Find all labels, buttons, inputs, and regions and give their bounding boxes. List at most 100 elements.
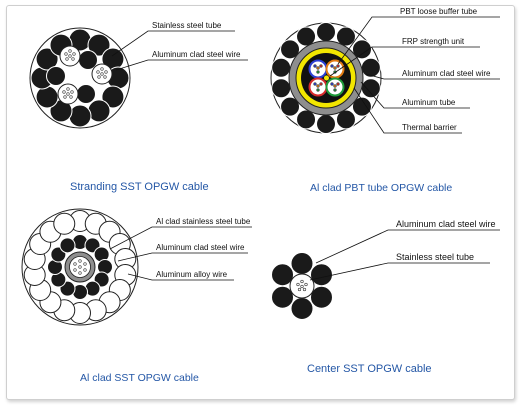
optical-fiber — [69, 95, 73, 99]
stranding-sst-cable: Stainless steel tube Aluminum clad steel… — [29, 21, 248, 193]
optical-fiber — [96, 70, 100, 74]
leader-line — [353, 87, 462, 134]
optical-fiber — [316, 66, 320, 70]
center-stainless-steel-tube — [289, 273, 315, 299]
aluminum-clad-steel-wire-layer — [271, 252, 333, 320]
stainless-steel-tube-top — [59, 45, 81, 67]
aluminum-clad-steel-wire — [309, 285, 333, 309]
leader-line — [117, 252, 248, 262]
label-aluminum-clad-steel-wire: Aluminum clad steel wire — [156, 243, 245, 252]
leader-line — [309, 262, 490, 281]
aluminum-clad-steel-wire — [316, 22, 336, 42]
optical-fiber — [83, 268, 87, 272]
pbt-loose-buffer-tube-2 — [325, 59, 345, 79]
aluminum-clad-steel-wire — [87, 99, 111, 123]
optical-fiber — [100, 67, 104, 71]
label-stainless-steel-tube: Stainless steel tube — [396, 252, 474, 262]
optical-fiber — [313, 64, 317, 68]
optical-fiber — [100, 72, 104, 76]
optical-fiber — [68, 54, 72, 58]
aluminum-clad-steel-wire — [35, 85, 59, 109]
inner-wire-layer — [46, 50, 98, 104]
aluminum-clad-steel-wire — [335, 109, 356, 130]
optical-fiber — [65, 57, 69, 61]
aluminum-clad-steel-wire — [296, 109, 317, 130]
aluminum-clad-steel-wire — [87, 33, 111, 57]
optical-fiber — [78, 259, 82, 263]
optical-fiber — [73, 268, 77, 272]
aluminum-clad-steel-wire-layer — [47, 234, 113, 300]
outer-wire-layer — [30, 28, 130, 128]
optical-fiber — [300, 279, 304, 284]
aluminum-clad-steel-wire — [271, 78, 292, 99]
optical-fiber — [71, 57, 75, 61]
aluminum-clad-steel-wire — [280, 39, 301, 60]
aluminum-clad-steel-wire — [68, 104, 92, 128]
pbt-loose-buffer-tube-4 — [325, 77, 345, 97]
optical-fiber — [333, 84, 337, 88]
aluminum-alloy-wire — [53, 212, 76, 235]
optical-fiber — [297, 287, 302, 292]
aluminum-clad-steel-wire — [271, 57, 292, 78]
optical-fiber — [104, 70, 108, 74]
aluminum-clad-steel-wire — [59, 237, 76, 254]
pbt-loose-buffer-tube-3 — [308, 77, 328, 97]
aluminum-clad-steel-wire-layer — [271, 22, 381, 134]
aluminum-clad-steel-wire — [335, 26, 356, 47]
optical-fiber — [304, 282, 308, 287]
al-clad-sst-cable: Al clad stainless steel tube Aluminum cl… — [21, 208, 252, 384]
optical-fiber — [68, 49, 72, 53]
optical-fiber — [316, 84, 320, 88]
optical-fiber — [63, 95, 67, 99]
aluminum-clad-steel-wire — [101, 85, 125, 109]
label-frp-strength-unit: FRP strength unit — [402, 37, 465, 46]
optical-fiber — [78, 271, 82, 275]
optical-fiber — [333, 66, 337, 70]
optical-fiber — [316, 88, 320, 92]
optical-fiber — [62, 90, 66, 94]
optical-fiber — [319, 64, 323, 68]
optical-fiber — [78, 265, 82, 269]
aluminum-clad-steel-wire — [46, 66, 66, 86]
optical-fiber — [336, 64, 340, 68]
leader-line — [115, 59, 248, 71]
leader-line — [111, 30, 235, 57]
label-aluminum-clad-steel-wire: Aluminum clad steel wire — [396, 219, 496, 229]
aluminum-clad-steel-wire — [360, 78, 381, 99]
optical-fiber — [330, 64, 334, 68]
aluminum-clad-steel-wire — [35, 47, 59, 71]
optical-fiber — [64, 52, 68, 56]
leader-line — [109, 226, 252, 250]
optical-fiber — [66, 87, 70, 91]
al-clad-pbt-tube-cable: PBT loose buffer tube FRP strength unit … — [270, 7, 500, 194]
leader-line — [329, 46, 480, 77]
pbt-loose-buffer-tube-1 — [308, 59, 328, 79]
label-thermal-barrier: Thermal barrier — [402, 123, 457, 132]
leader-line — [337, 16, 500, 65]
optical-fiber — [330, 82, 334, 86]
leader-line — [315, 229, 500, 264]
optical-fiber — [302, 287, 307, 292]
aluminum-clad-steel-wire — [280, 96, 301, 117]
optical-fiber — [83, 262, 87, 266]
optical-fiber — [97, 75, 101, 79]
optical-fiber — [319, 82, 323, 86]
label-al-clad-stainless-steel-tube: Al clad stainless steel tube — [156, 217, 251, 226]
optical-fiber — [316, 70, 320, 74]
al-clad-stainless-steel-tube — [64, 251, 96, 283]
leader-line — [360, 81, 470, 109]
optical-fiber — [103, 75, 107, 79]
optical-fiber — [72, 52, 76, 56]
aluminum-clad-steel-wire — [296, 26, 317, 47]
stainless-steel-tube-bottom — [57, 83, 79, 105]
label-aluminum-clad-steel-wire: Aluminum clad steel wire — [152, 50, 241, 59]
optical-fiber — [66, 92, 70, 96]
optical-fiber — [70, 90, 74, 94]
label-aluminum-tube: Aluminum tube — [402, 98, 456, 107]
aluminum-clad-steel-wire — [290, 297, 314, 320]
stainless-steel-tube-right — [91, 63, 113, 85]
aluminum-clad-steel-wire — [351, 96, 372, 117]
aluminum-clad-steel-wire — [290, 252, 314, 275]
caption-al-clad-sst: Al clad SST OPGW cable — [80, 372, 199, 384]
optical-fiber — [313, 82, 317, 86]
